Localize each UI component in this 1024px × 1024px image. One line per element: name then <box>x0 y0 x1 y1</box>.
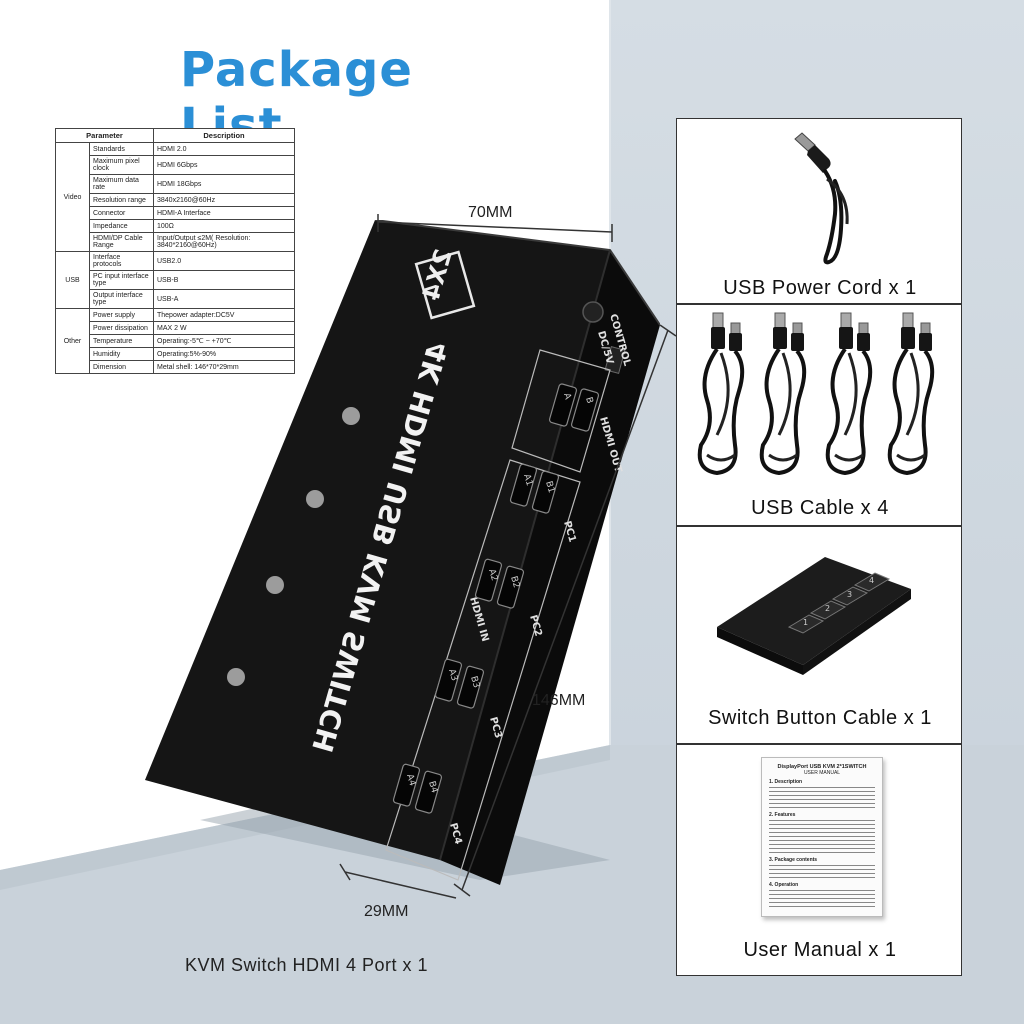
device-out-port-a: A <box>561 392 573 401</box>
package-item-user-manual: DisplayPort USB KVM 2*1SWITCH USER MANUA… <box>676 744 962 976</box>
manual-section-3: 3. Package contents <box>769 857 818 863</box>
device-out-port-b: B <box>583 396 594 405</box>
device-pc3-a: A3 <box>446 668 459 682</box>
device-led-3 <box>266 576 284 594</box>
spec-parameter: Maximum data rate <box>89 174 154 194</box>
usb-cable-icon <box>697 312 745 476</box>
spec-group-name: Other <box>55 308 90 374</box>
device-led-4 <box>227 668 245 686</box>
device-pc2-ports: A2 B2 PC2 <box>474 558 544 638</box>
svg-text:1: 1 <box>803 618 808 627</box>
svg-text:2: 2 <box>825 604 830 613</box>
package-caption-user-manual: User Manual x 1 <box>743 939 897 961</box>
page-title: Package List <box>180 42 413 154</box>
manual-section-4: 4. Operation <box>769 882 799 888</box>
device-pc3-ports: A3 B3 PC3 <box>434 658 504 740</box>
device-pc4-ports: A4 B4 PC4 <box>392 763 464 846</box>
kvm-switch-device: 2X4 4K HDMI USB KVM SWITCH DC/5V CONTROL… <box>145 220 660 885</box>
device-led-2 <box>306 490 324 508</box>
manual-text-lines-4 <box>769 890 875 910</box>
package-caption-switch-button: Switch Button Cable x 1 <box>708 707 932 729</box>
spec-group-name: USB <box>55 251 90 309</box>
manual-title: DisplayPort USB KVM 2*1SWITCH <box>777 764 867 770</box>
package-item-usb-cable: USB Cable x 4 <box>676 304 962 526</box>
device-pc2-b: B2 <box>508 575 521 589</box>
user-manual-icon: DisplayPort USB KVM 2*1SWITCH USER MANUA… <box>761 757 883 917</box>
package-caption-usb-cable: USB Cable x 4 <box>751 497 889 519</box>
bottom-caption: KVM Switch HDMI 4 Port x 1 <box>185 955 429 975</box>
device-pc1-a: A1 <box>521 473 534 487</box>
package-caption-power-cord: USB Power Cord x 1 <box>723 277 917 299</box>
manual-text-lines-3 <box>769 865 875 879</box>
dimension-length: 146MM <box>532 692 586 709</box>
manual-section-1: 1. Description <box>769 779 803 785</box>
manual-subtitle: USER MANUAL <box>803 770 841 776</box>
device-led-1 <box>342 407 360 425</box>
manual-text-lines-2 <box>769 820 875 854</box>
svg-text:4: 4 <box>869 576 874 585</box>
spec-group-name: Video <box>55 142 90 252</box>
device-pc4-b: B4 <box>426 780 439 794</box>
device-pc4-a: A4 <box>404 773 417 787</box>
manual-section-2: 2. Features <box>769 812 796 818</box>
spec-parameter: Dimension <box>89 360 154 374</box>
svg-text:3: 3 <box>847 590 852 599</box>
manual-text-lines-1 <box>769 787 875 809</box>
package-item-switch-button: 1 2 3 4 Switch Button Cable x 1 <box>676 526 962 744</box>
usb-power-cord-icon <box>794 132 849 265</box>
usb-cable-icon-2 <box>759 312 935 476</box>
device-pc3-b: B3 <box>468 675 481 689</box>
dimension-height: 29MM <box>364 903 409 920</box>
switch-button-icon: 1 2 3 4 <box>717 557 911 675</box>
device-pc1-ports: A1 B1 PC1 <box>509 463 578 544</box>
device-pc1-b: B1 <box>543 480 556 494</box>
spec-description: Metal shell: 146*70*29mm <box>153 360 295 374</box>
dimension-width: 70MM <box>468 204 513 221</box>
package-item-power-cord: USB Power Cord x 1 <box>676 118 962 304</box>
device-pc2-a: A2 <box>486 568 499 582</box>
